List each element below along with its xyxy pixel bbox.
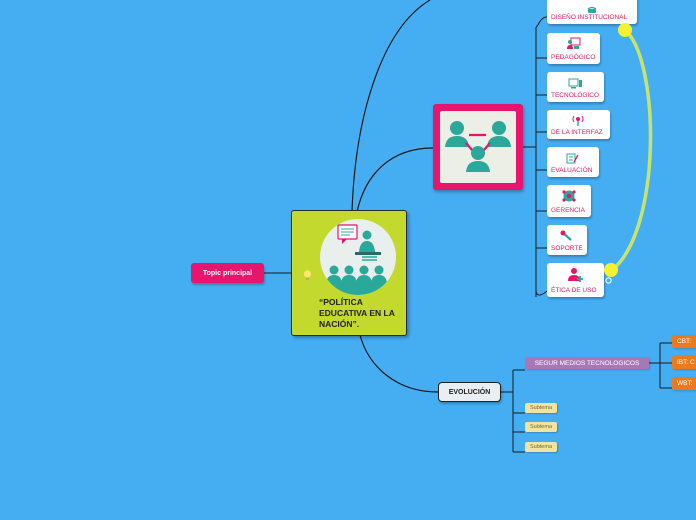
segur-medios-label: SEGUR MEDIOS TECNOLOGICOS: [534, 359, 640, 367]
broadcast-icon: [572, 113, 584, 131]
branch-label: TECNOLÓGICO: [551, 92, 600, 99]
people-network-illustration: [440, 111, 516, 183]
relationship-end-handle[interactable]: [604, 263, 618, 277]
evolucion-node[interactable]: EVOLUCIÓN: [438, 382, 501, 402]
user-plus-icon: [567, 267, 584, 288]
teacher-classroom-illustration: [320, 219, 396, 295]
branch-label: DISEÑO INSTITUCIONAL: [551, 14, 628, 21]
branch-label: SOPORTE: [551, 245, 583, 252]
subtema-node[interactable]: Subtema: [525, 403, 557, 413]
branch-label: PEDAGÓGICO: [551, 54, 596, 61]
relationship-start-handle[interactable]: [618, 23, 632, 37]
central-topic-title: “POLÍTICA EDUCATIVA EN LA NACIÓN”.: [319, 297, 395, 329]
central-topic-node[interactable]: “POLÍTICA EDUCATIVA EN LA NACIÓN”.: [291, 210, 407, 336]
checklist-icon: [566, 151, 579, 169]
subtema-node[interactable]: Subtema: [525, 442, 557, 452]
branch-evaluacion[interactable]: EVALUACIÓN: [547, 147, 599, 177]
subtema-node[interactable]: Subtema: [525, 422, 557, 432]
cbt-label: CBT:: [677, 338, 692, 345]
wbt-label: WBT:: [677, 380, 693, 387]
cbt-node[interactable]: CBT:: [672, 335, 696, 348]
subtema-label: Subtema: [529, 424, 552, 430]
branch-diseno-institucional[interactable]: DISEÑO INSTITUCIONAL: [547, 0, 637, 24]
branch-label: GERENCIA: [551, 207, 585, 214]
subtema-label: Subtema: [529, 444, 552, 450]
ibt-label: IBT: C: [677, 359, 695, 366]
topic-principal-label: Topic principal: [202, 269, 253, 277]
lightbulb-icon: [303, 268, 312, 286]
topic-principal-node[interactable]: Topic principal: [191, 263, 264, 283]
branch-tecnologico[interactable]: TECNOLÓGICO: [547, 72, 604, 102]
teacher-board-icon: [566, 37, 581, 55]
segur-medios-node[interactable]: SEGUR MEDIOS TECNOLOGICOS: [525, 357, 649, 369]
devices-icon: [568, 76, 583, 94]
wrench-icon: [560, 229, 573, 247]
wbt-node[interactable]: WBT:: [672, 377, 696, 390]
branch-label: EVALUACIÓN: [551, 167, 593, 174]
branch-pedagogico[interactable]: PEDAGÓGICO: [547, 33, 600, 64]
ibt-node[interactable]: IBT: C: [672, 356, 696, 369]
branch-label: ÉTICA DE USO: [551, 287, 597, 294]
link-icon: [605, 277, 612, 286]
branch-gerencia[interactable]: GERENCIA: [547, 185, 591, 217]
branch-etica-de-uso[interactable]: ÉTICA DE USO: [547, 263, 604, 297]
subtema-label: Subtema: [529, 405, 552, 411]
evolucion-label: EVOLUCIÓN: [448, 388, 491, 396]
team-gear-icon: [561, 189, 577, 208]
branch-label: DE LA INTERFAZ: [551, 129, 603, 136]
phone-icon: [587, 1, 597, 19]
branch-de-la-interfaz[interactable]: DE LA INTERFAZ: [547, 110, 610, 139]
people-network-node[interactable]: [433, 104, 523, 190]
branch-soporte[interactable]: SOPORTE: [547, 225, 587, 255]
